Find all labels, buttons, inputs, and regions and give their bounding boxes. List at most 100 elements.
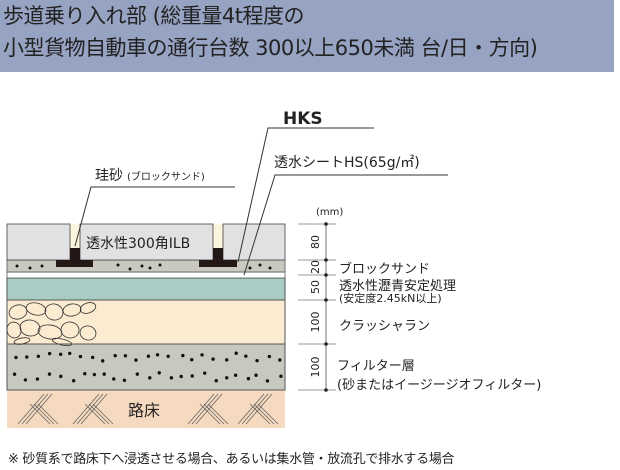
filter-dot (155, 353, 160, 357)
joint-sand-left (70, 224, 80, 248)
asphalt-note: (安定度2.45kN以上) (339, 291, 442, 305)
filter-dot (179, 374, 183, 379)
subgrade-layer (7, 390, 285, 428)
crushed-stone (60, 321, 80, 339)
filter-dot (233, 373, 238, 377)
footnote: ※ 砂質系で路床下へ浸透させる場合、あるいは集水管・放流孔で排水する場合 (8, 452, 455, 467)
crushed-stone (51, 337, 73, 347)
ilb-block-center (79, 223, 214, 261)
crushed-stone (44, 303, 64, 321)
dim-100-b: 100 (309, 357, 322, 378)
sand-dots (15, 263, 272, 271)
crusher-run-label: クラッシャラン (339, 319, 430, 334)
hatch-line (245, 393, 273, 425)
hatch-line (33, 403, 55, 425)
filter-dot (113, 353, 117, 358)
filter-dot (68, 351, 72, 356)
filter-dot (71, 379, 76, 383)
filter-dot (59, 374, 63, 379)
filter-dot (181, 353, 185, 358)
hks-label: HKS (283, 109, 323, 129)
silica-sand-leader-line (74, 186, 235, 247)
ilb-label: 透水性300角ILB (86, 236, 190, 252)
title-line-2: 小型貨物自動車の通行台数 300以上650未満 台/日・方向) (3, 36, 538, 60)
filter-dots (12, 351, 283, 383)
filter-label: フィルター層 (337, 359, 415, 374)
sheet-label: 透水シートHS(65g/㎡) (274, 155, 420, 171)
hatch-line (29, 403, 51, 425)
title-bar: 歩道乗り入れ部 (総重量4t程度の 小型貨物自動車の通行台数 300以上650未… (0, 0, 614, 72)
filter-dot (225, 376, 229, 380)
block-sand-label: ブロックサンド (339, 261, 430, 277)
hatch-line (249, 403, 271, 425)
filter-dot (254, 373, 258, 377)
filter-dot (35, 377, 40, 381)
sheet-leader-line (243, 174, 448, 276)
ilb-block-left (6, 223, 71, 261)
crushed-stone (19, 319, 41, 337)
filter-dot (90, 355, 95, 360)
filter-dot (246, 376, 251, 381)
crusher-run-layer (6, 299, 286, 345)
filter-dot (211, 357, 215, 361)
filter-dot (14, 355, 18, 360)
dimension-tick-dot (324, 273, 328, 277)
filter-dot (83, 372, 87, 376)
filter-dot (255, 358, 259, 363)
hatch-line (207, 403, 229, 425)
dim-80: 80 (309, 235, 322, 249)
permeable-sheet (6, 271, 286, 279)
filter-dot (122, 378, 127, 383)
title-line-1: 歩道乗り入れ部 (総重量4t程度の (3, 4, 304, 28)
filter-dot (214, 379, 218, 383)
filter-dot (166, 354, 170, 358)
crushed-stone (13, 337, 31, 345)
dim-50: 50 (309, 280, 322, 294)
hatch-line (187, 393, 215, 425)
filter-dot (134, 358, 138, 362)
dim-20: 20 (309, 260, 322, 274)
hatch-line (199, 403, 221, 425)
asphalt-label: 透水性瀝青安定処理 (339, 279, 456, 294)
filter-dot (23, 378, 28, 382)
sand-dot (258, 263, 262, 267)
filter-dot (78, 354, 83, 359)
filter-dot (135, 372, 140, 376)
sand-dot (148, 266, 152, 270)
joint-sand-right (213, 224, 223, 248)
hks-spacer-right (199, 248, 237, 267)
filter-dot (244, 354, 248, 358)
subgrade-hatching (17, 393, 279, 425)
filter-dot (102, 372, 106, 376)
filter-dot (47, 351, 52, 356)
subgrade-label: 路床 (128, 401, 160, 420)
filter-note: (砂またはイージージオフィルター) (337, 378, 541, 393)
filter-dot (148, 376, 152, 380)
hatch-line (37, 403, 59, 425)
hatch-line (195, 393, 223, 425)
hatch-line (25, 393, 53, 425)
filter-dot (25, 355, 29, 359)
filter-dot (100, 359, 105, 363)
hatch-line (21, 393, 49, 425)
filter-dot (267, 354, 272, 359)
filter-dot (200, 353, 204, 357)
filter-dot (279, 374, 283, 378)
filter-layer (6, 343, 286, 391)
filter-dot (58, 352, 63, 356)
crushed-stone (62, 303, 82, 317)
hatch-line (257, 403, 279, 425)
sand-dot (40, 264, 44, 268)
filter-dot (92, 372, 97, 377)
hatch-line (17, 393, 45, 425)
hatch-line (203, 403, 225, 425)
dimension-tick-dot (324, 342, 328, 346)
dimension-tick-dot (324, 258, 328, 262)
unit-label: (mm) (316, 207, 343, 218)
sand-dot (128, 267, 132, 271)
filter-dot (278, 358, 282, 362)
asphalt-layer (6, 277, 286, 301)
filter-dot (265, 379, 270, 383)
hatch-line (84, 403, 106, 425)
filter-dot (12, 372, 17, 376)
